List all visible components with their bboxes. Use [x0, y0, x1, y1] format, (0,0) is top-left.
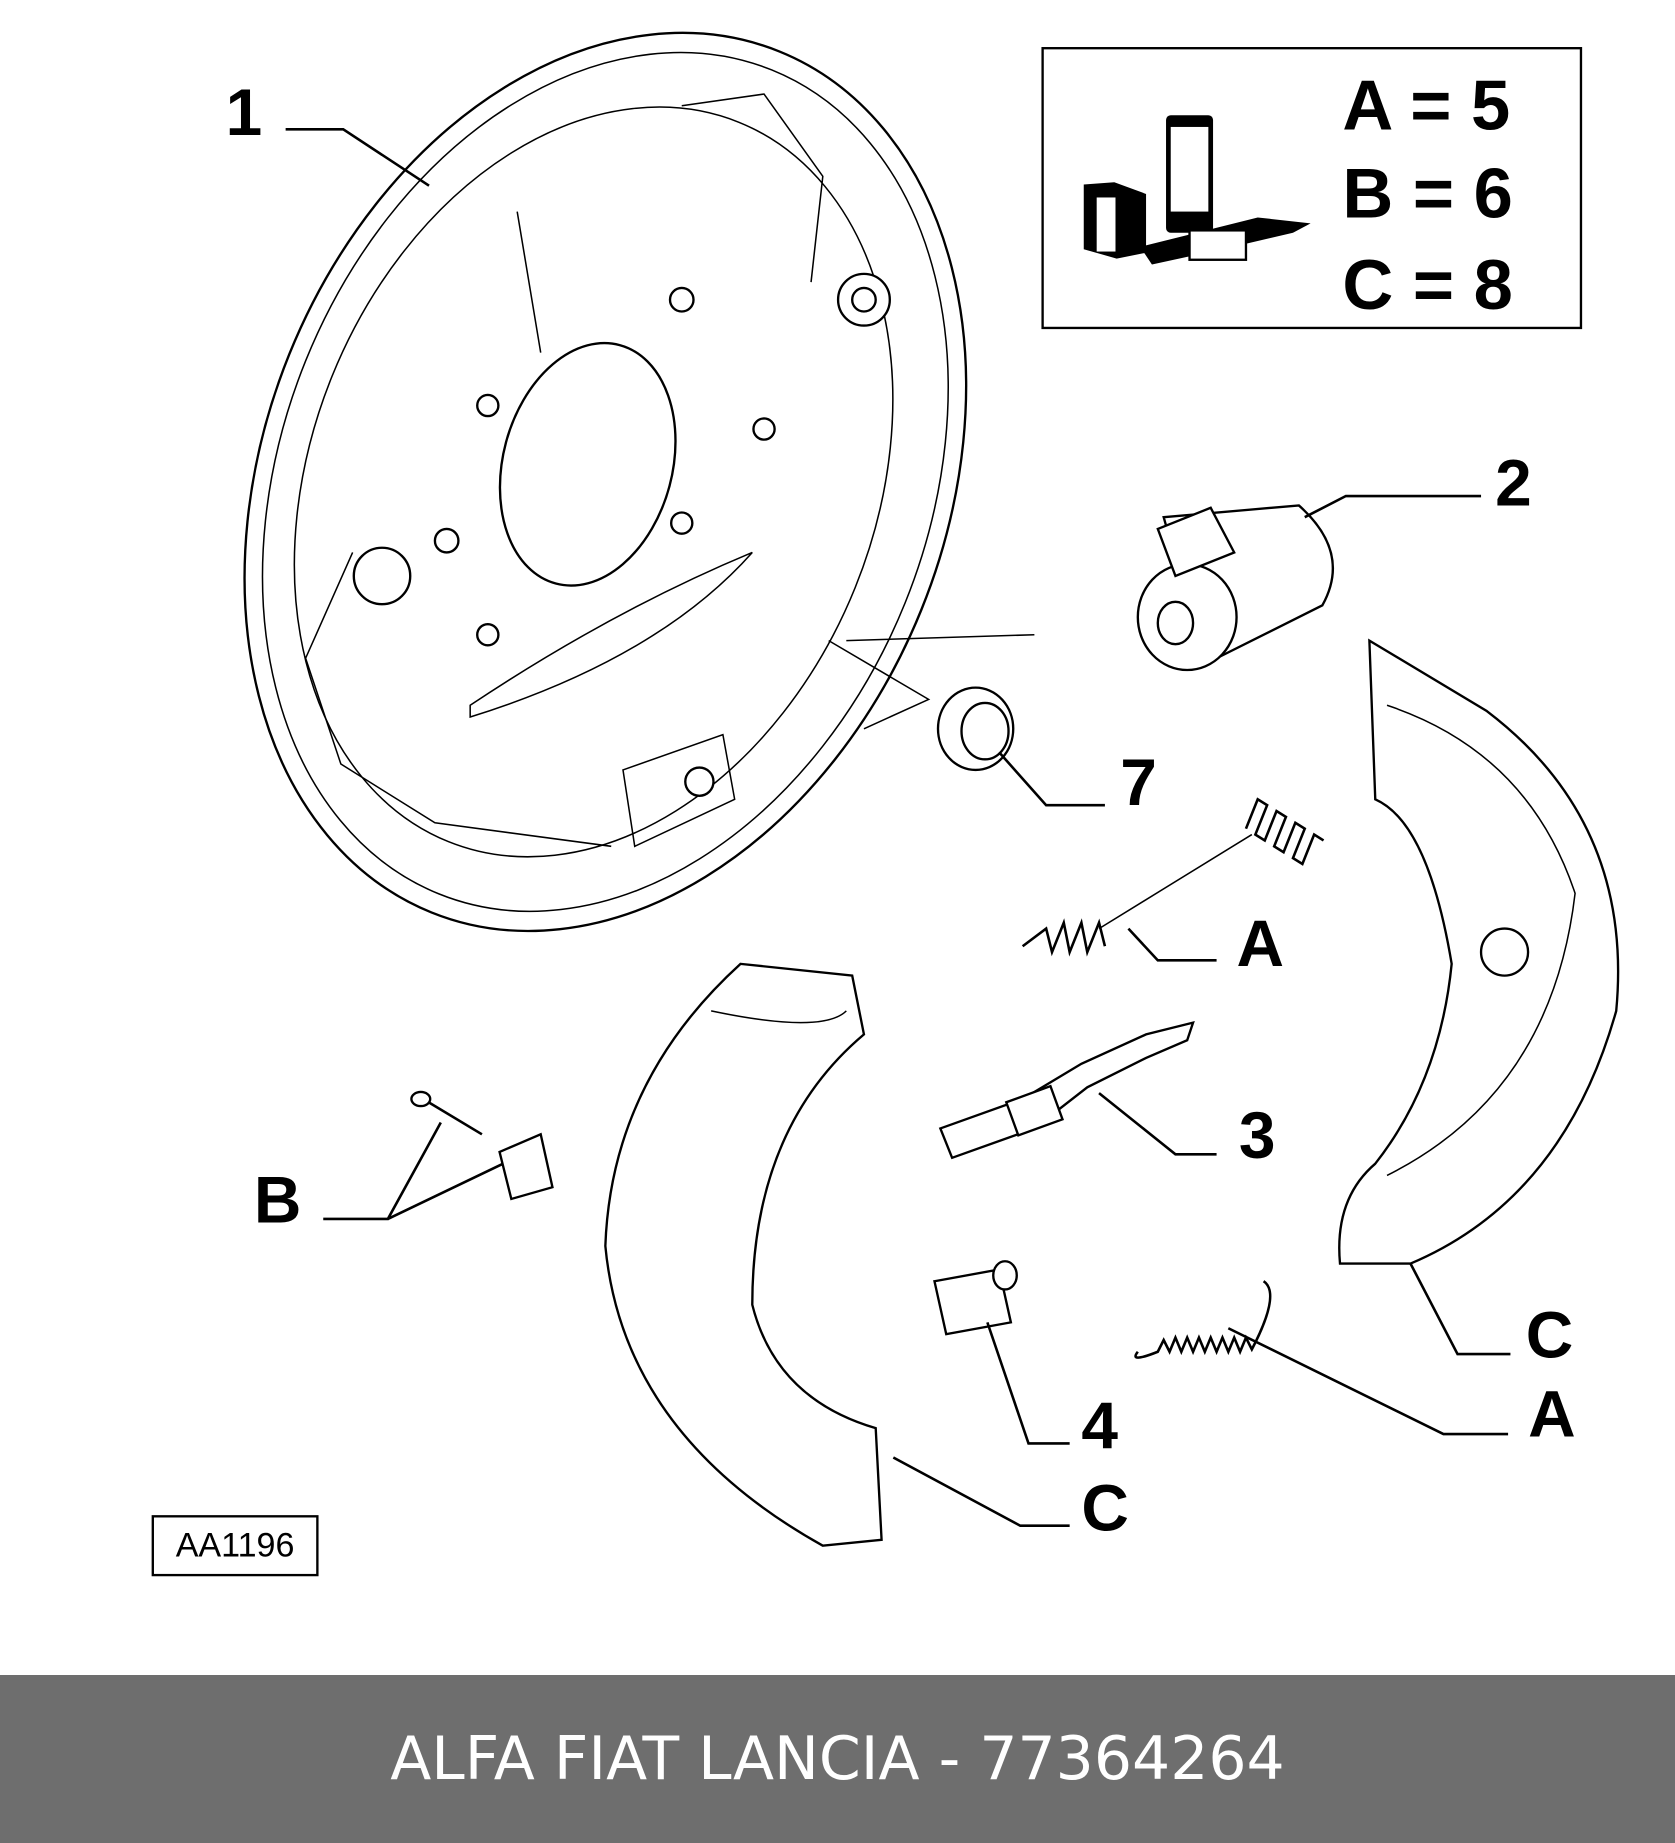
seal-part-7 [936, 686, 1015, 772]
pin-part-4 [933, 1260, 1018, 1336]
callout-3: 3 [1239, 1098, 1276, 1172]
callout-b: B [254, 1162, 302, 1236]
wheel-cylinder-part-2 [1136, 504, 1334, 672]
callout-1: 1 [226, 75, 263, 149]
left-brake-shoe-part-C [604, 962, 883, 1547]
callout-c-left: C [1081, 1470, 1129, 1544]
upper-spring-part-A [1021, 797, 1325, 957]
exploded-brake-diagram: 1 2 7 A 3 B C A 4 C A = 5 B = 6 C = 8 AA… [151, 31, 1620, 1577]
packaging-icon [1083, 115, 1311, 265]
retainer-pin-part-B [410, 1090, 554, 1201]
drawing-code: AA1196 [176, 1526, 295, 1564]
drawing-code-box: AA1196 [151, 1515, 319, 1577]
legend-row-c: C = 8 [1342, 245, 1513, 324]
callout-c-right: C [1526, 1298, 1574, 1372]
right-brake-shoe-part-C [1338, 638, 1620, 1265]
lower-spring-part-A [1134, 1280, 1272, 1359]
quantity-legend: A = 5 B = 6 C = 8 [1041, 47, 1583, 330]
callout-a-lower: A [1528, 1376, 1576, 1450]
callout-4: 4 [1081, 1388, 1118, 1462]
callout-7: 7 [1120, 745, 1157, 819]
callout-a-upper: A [1237, 906, 1285, 980]
backing-plate-part-1 [243, 31, 968, 933]
legend-row-b: B = 6 [1342, 153, 1513, 232]
callout-2: 2 [1495, 445, 1532, 519]
leader-lines [285, 128, 1511, 1528]
adjuster-part-3 [938, 1020, 1195, 1160]
legend-row-a: A = 5 [1342, 65, 1510, 144]
footer-title: ALFA FIAT LANCIA - 77364264 [390, 1724, 1285, 1794]
footer-bar: ALFA FIAT LANCIA - 77364264 [0, 1675, 1675, 1843]
